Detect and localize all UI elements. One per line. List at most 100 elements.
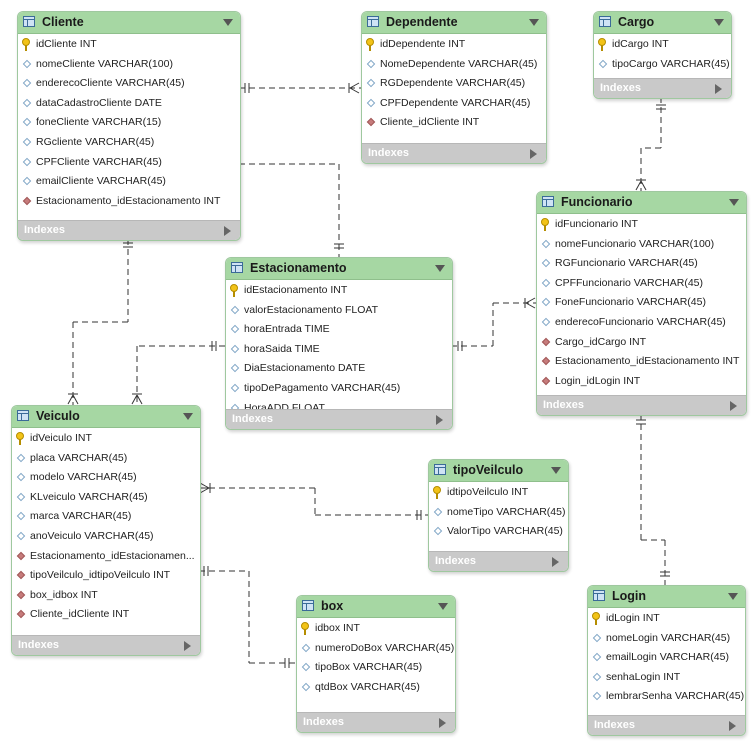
collapse-arrow-icon[interactable] xyxy=(728,593,738,600)
column-row[interactable]: RGcliente VARCHAR(45) xyxy=(18,133,240,153)
indexes-bar[interactable]: Indexes xyxy=(362,143,546,163)
table-header[interactable]: Cliente xyxy=(18,12,240,34)
column-row[interactable]: idCliente INT xyxy=(18,35,240,55)
column-row[interactable]: Cargo_idCargo INT xyxy=(537,333,746,353)
expand-arrow-icon[interactable] xyxy=(184,641,191,651)
table-header[interactable]: tipoVeilculo xyxy=(429,460,568,482)
column-row[interactable]: Cliente_idCliente INT xyxy=(362,113,546,133)
column-row[interactable]: KLveiculo VARCHAR(45) xyxy=(12,488,200,508)
column-row[interactable]: CPFCliente VARCHAR(45) xyxy=(18,153,240,173)
indexes-bar[interactable]: Indexes xyxy=(537,395,746,415)
expand-arrow-icon[interactable] xyxy=(715,84,722,94)
column-row[interactable]: lembrarSenha VARCHAR(45) xyxy=(588,687,745,707)
column-row[interactable]: enderecoFuncionario VARCHAR(45) xyxy=(537,313,746,333)
column-row[interactable]: RGDependente VARCHAR(45) xyxy=(362,74,546,94)
column-row[interactable]: anoVeiculo VARCHAR(45) xyxy=(12,527,200,547)
indexes-bar[interactable]: Indexes xyxy=(297,712,455,732)
column-row[interactable]: Estacionamento_idEstacionamento INT xyxy=(537,352,746,372)
column-row[interactable]: emailCliente VARCHAR(45) xyxy=(18,172,240,192)
indexes-bar[interactable]: Indexes xyxy=(429,551,568,571)
column-row[interactable]: RGFuncionario VARCHAR(45) xyxy=(537,254,746,274)
column-row[interactable]: Cliente_idCliente INT xyxy=(12,605,200,625)
column-row[interactable]: FoneFuncionario VARCHAR(45) xyxy=(537,293,746,313)
table-header[interactable]: Login xyxy=(588,586,745,608)
column-row[interactable]: marca VARCHAR(45) xyxy=(12,507,200,527)
column-row[interactable]: idFuncionario INT xyxy=(537,215,746,235)
collapse-arrow-icon[interactable] xyxy=(435,265,445,272)
expand-arrow-icon[interactable] xyxy=(530,149,537,159)
column-row[interactable]: enderecoCliente VARCHAR(45) xyxy=(18,74,240,94)
expand-arrow-icon[interactable] xyxy=(224,226,231,236)
collapse-arrow-icon[interactable] xyxy=(529,19,539,26)
expand-arrow-icon[interactable] xyxy=(729,721,736,731)
column-row[interactable]: box_idbox INT xyxy=(12,586,200,606)
column-row[interactable]: idtipoVeilculo INT xyxy=(429,483,568,503)
column-row[interactable]: tipoVeilculo_idtipoVeilculo INT xyxy=(12,566,200,586)
column-row[interactable]: senhaLogin INT xyxy=(588,668,745,688)
column-row[interactable]: Login_idLogin INT xyxy=(537,372,746,392)
column-row[interactable]: nomeTipo VARCHAR(45) xyxy=(429,503,568,523)
column-row[interactable]: numeroDoBox VARCHAR(45) xyxy=(297,639,455,659)
column-row[interactable]: ValorTipo VARCHAR(45) xyxy=(429,522,568,542)
column-row[interactable]: emailLogin VARCHAR(45) xyxy=(588,648,745,668)
column-row[interactable]: dataCadastroCliente DATE xyxy=(18,94,240,114)
table-header[interactable]: Funcionario xyxy=(537,192,746,214)
table-header[interactable]: Dependente xyxy=(362,12,546,34)
column-row[interactable]: horaSaida TIME xyxy=(226,340,452,360)
table-header[interactable]: box xyxy=(297,596,455,618)
table-header[interactable]: Cargo xyxy=(594,12,731,34)
collapse-arrow-icon[interactable] xyxy=(551,467,561,474)
column-row[interactable]: nomeFuncionario VARCHAR(100) xyxy=(537,235,746,255)
column-row[interactable]: tipoDePagamento VARCHAR(45) xyxy=(226,379,452,399)
indexes-bar[interactable]: Indexes xyxy=(594,78,731,98)
indexes-bar[interactable]: Indexes xyxy=(18,220,240,240)
column-row[interactable]: idEstacionamento INT xyxy=(226,281,452,301)
column-row[interactable]: CPFFuncionario VARCHAR(45) xyxy=(537,274,746,294)
expand-arrow-icon[interactable] xyxy=(436,415,443,425)
column-row[interactable]: nomeCliente VARCHAR(100) xyxy=(18,55,240,75)
column-row[interactable]: placa VARCHAR(45) xyxy=(12,449,200,469)
table-header[interactable]: Estacionamento xyxy=(226,258,452,280)
column-row[interactable]: nomeLogin VARCHAR(45) xyxy=(588,629,745,649)
column-row[interactable]: modelo VARCHAR(45) xyxy=(12,468,200,488)
column-row[interactable]: tipoBox VARCHAR(45) xyxy=(297,658,455,678)
column-row[interactable]: valorEstacionamento FLOAT xyxy=(226,301,452,321)
collapse-arrow-icon[interactable] xyxy=(729,199,739,206)
column-row[interactable]: CPFDependente VARCHAR(45) xyxy=(362,94,546,114)
expand-arrow-icon[interactable] xyxy=(730,401,737,411)
column-row[interactable]: qtdBox VARCHAR(45) xyxy=(297,678,455,698)
column-row[interactable]: idbox INT xyxy=(297,619,455,639)
column-row[interactable]: Estacionamento_idEstacionamento INT xyxy=(18,192,240,212)
column-row[interactable]: horaEntrada TIME xyxy=(226,320,452,340)
indexes-bar[interactable]: Indexes xyxy=(226,409,452,429)
indexes-label: Indexes xyxy=(303,716,344,728)
column-row[interactable]: Estacionamento_idEstacionamen... xyxy=(12,547,200,567)
column-row[interactable]: idLogin INT xyxy=(588,609,745,629)
column-text: valorEstacionamento FLOAT xyxy=(244,303,379,316)
indexes-bar[interactable]: Indexes xyxy=(12,635,200,655)
collapse-arrow-icon[interactable] xyxy=(223,19,233,26)
collapse-arrow-icon[interactable] xyxy=(183,413,193,420)
collapse-arrow-icon[interactable] xyxy=(714,19,724,26)
column-row[interactable]: idVeiculo INT xyxy=(12,429,200,449)
collapse-arrow-icon[interactable] xyxy=(438,603,448,610)
column-row[interactable]: DiaEstacionamento DATE xyxy=(226,359,452,379)
column-row[interactable]: idCargo INT xyxy=(594,35,731,55)
indexes-bar[interactable]: Indexes xyxy=(588,715,745,735)
expand-arrow-icon[interactable] xyxy=(552,557,559,567)
expand-arrow-icon[interactable] xyxy=(439,718,446,728)
table-header[interactable]: Veiculo xyxy=(12,406,200,428)
column-row[interactable]: idDependente INT xyxy=(362,35,546,55)
column-row[interactable]: foneCliente VARCHAR(15) xyxy=(18,113,240,133)
column-row[interactable]: tipoCargo VARCHAR(45) xyxy=(594,55,731,75)
column-row[interactable]: NomeDependente VARCHAR(45) xyxy=(362,55,546,75)
